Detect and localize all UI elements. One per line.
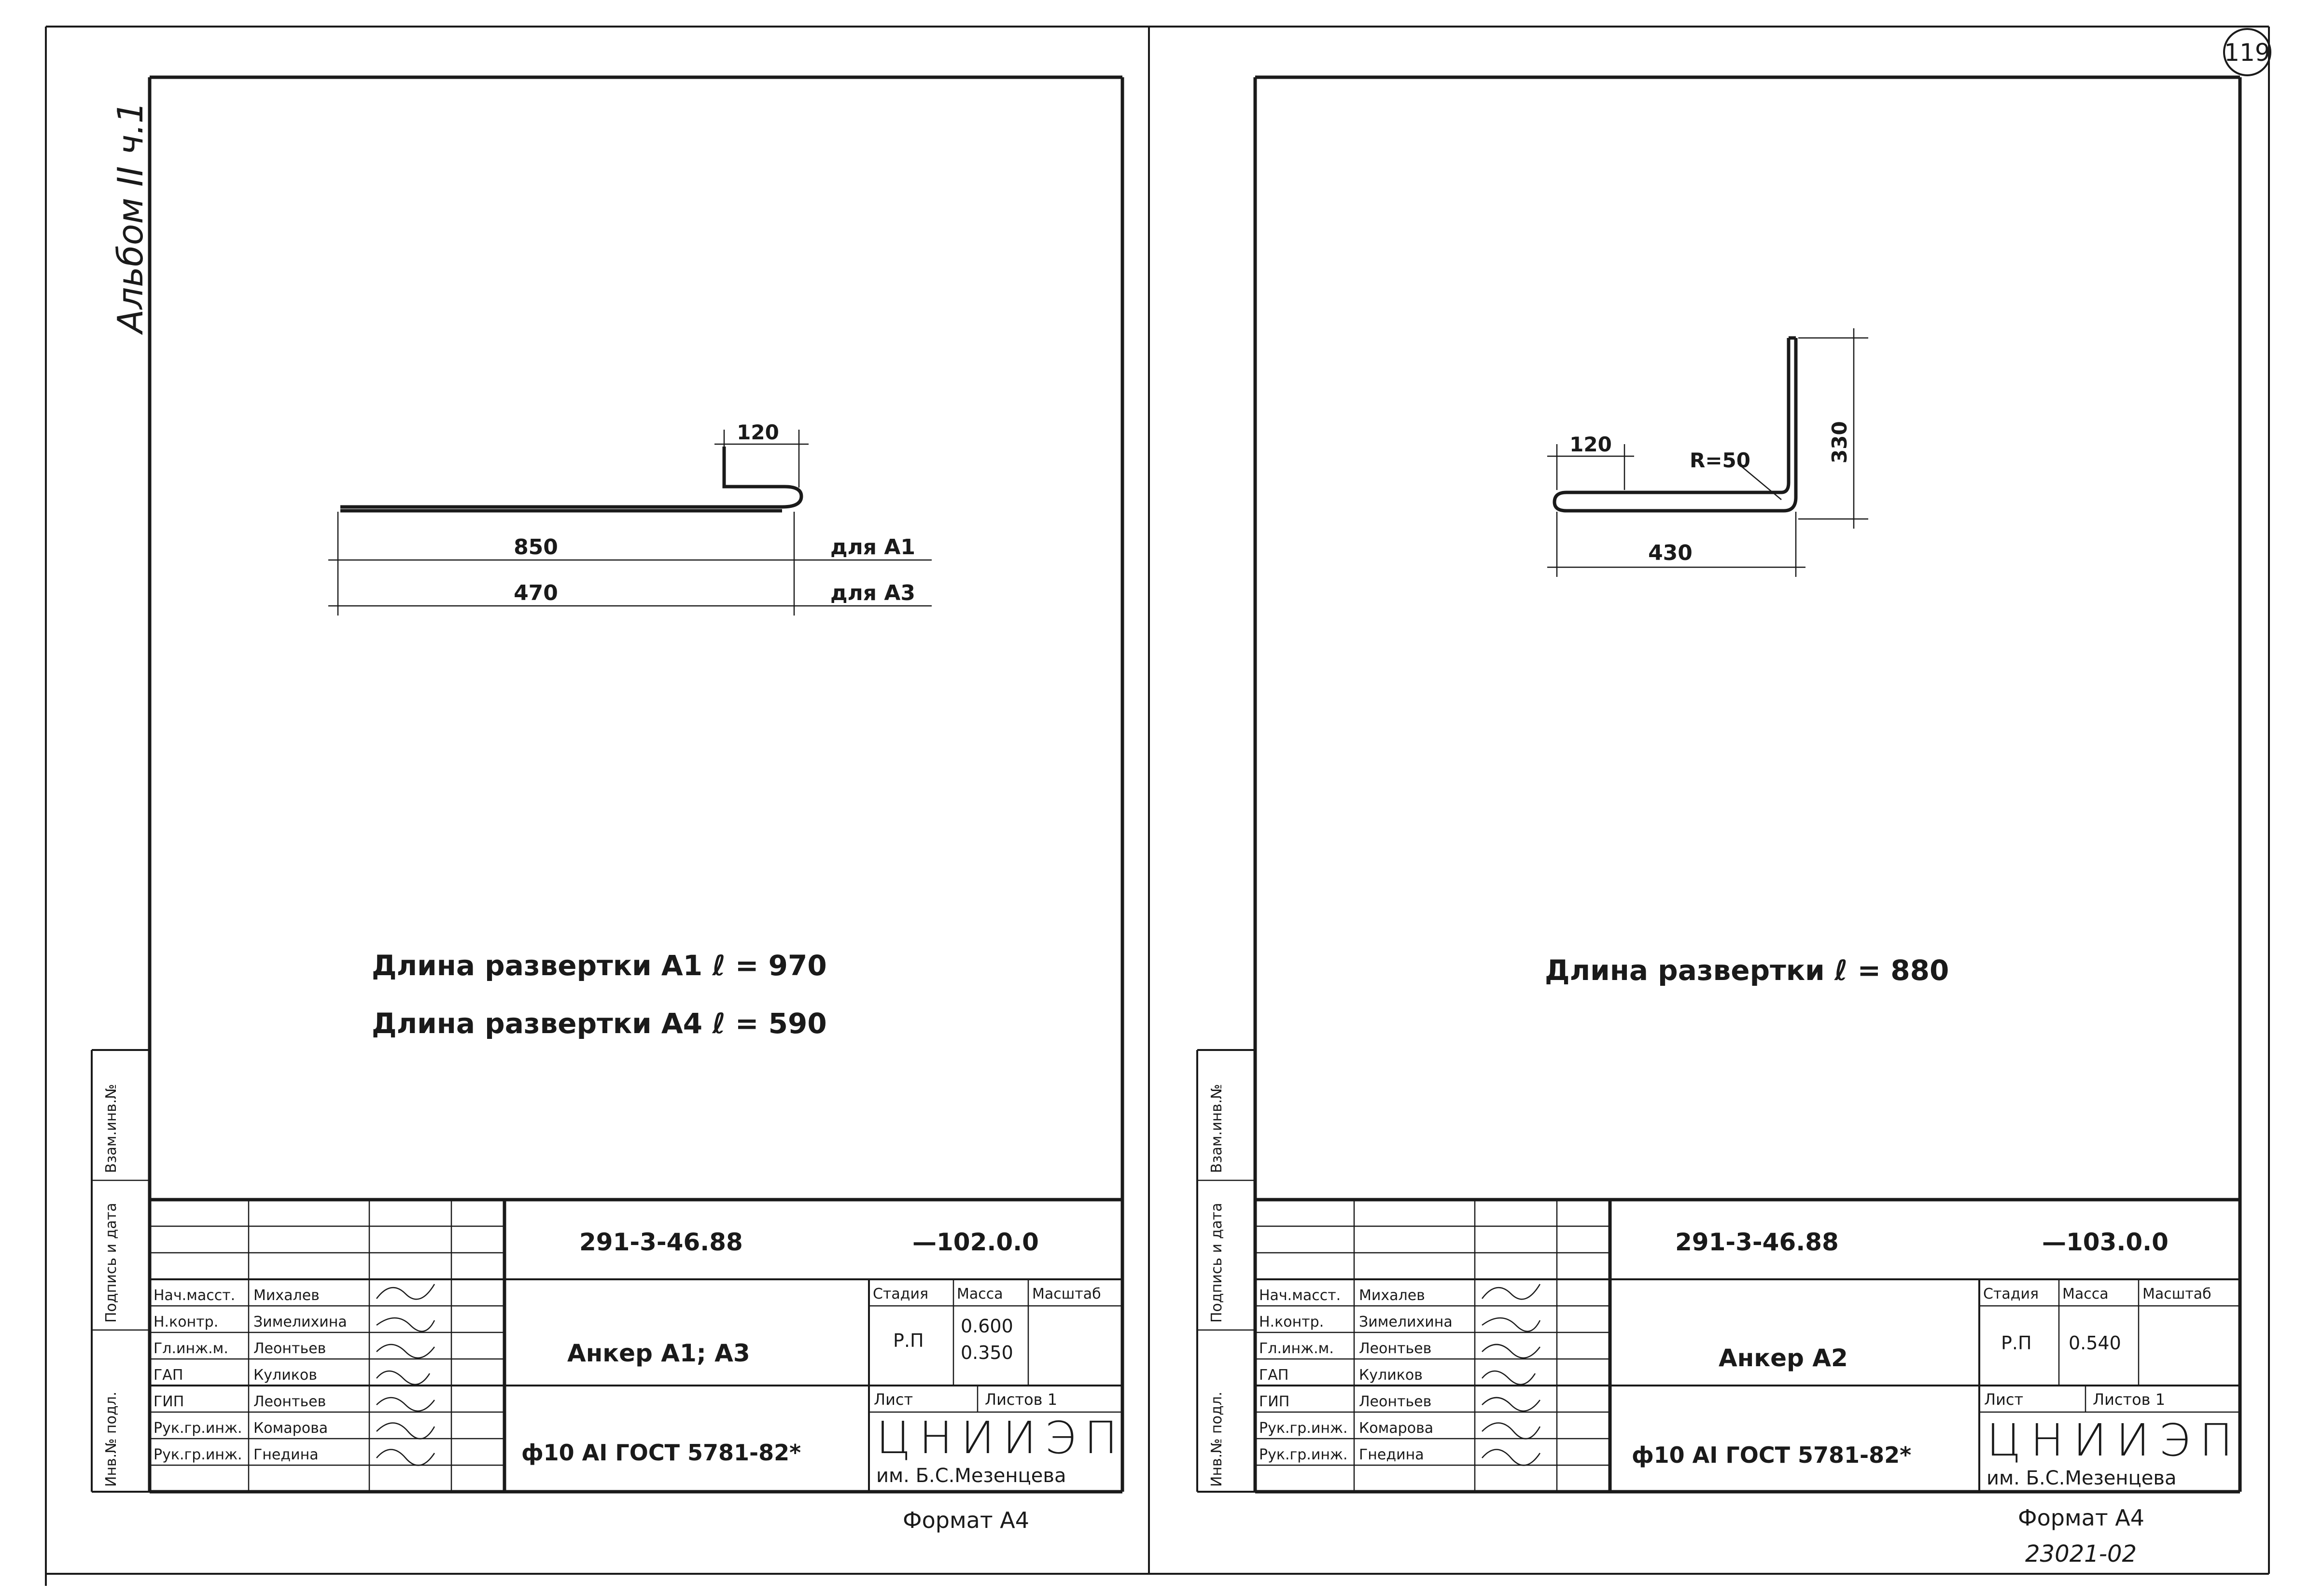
svg-text:Гл.инж.м.: Гл.инж.м.	[1259, 1340, 1334, 1357]
signatures	[1482, 1284, 1541, 1466]
anchor-a1-shape: 120 850 для А1 470 для А3	[328, 420, 932, 616]
svg-text:Гнедина: Гнедина	[1359, 1446, 1424, 1463]
svg-text:Рук.гр.инж.: Рук.гр.инж.	[154, 1420, 242, 1437]
svg-text:Н.контр.: Н.контр.	[1259, 1314, 1324, 1330]
signatures	[376, 1284, 435, 1466]
page-number: 119	[2224, 39, 2270, 67]
album-label: Альбом II ч.1	[110, 101, 151, 335]
svg-text:Н.контр.: Н.контр.	[154, 1314, 218, 1330]
dim-radius: R=50	[1690, 448, 1750, 472]
svg-text:Нач.масст.: Нач.масст.	[154, 1287, 235, 1304]
side-stamp-left: Инв.№ подл. Подпись и дата Взам.инв.№	[91, 1049, 150, 1493]
doc-code: 291-3-46.88	[1675, 1228, 1839, 1256]
svg-text:ГИП: ГИП	[154, 1393, 184, 1410]
podpis-data-label: Подпись и дата	[103, 1203, 120, 1323]
item-name: Анкер А2	[1719, 1344, 1848, 1372]
dim-top-120: 120	[737, 420, 779, 444]
sheet-code: —103.0.0	[2042, 1228, 2169, 1256]
org-sub: им. Б.С.Мезенцева	[1987, 1467, 2176, 1489]
svg-text:Куликов: Куликов	[1359, 1367, 1423, 1384]
svg-text:Рук.гр.инж.: Рук.гр.инж.	[154, 1446, 242, 1463]
svg-text:Комарова: Комарова	[1359, 1420, 1433, 1437]
svg-text:Листов 1: Листов 1	[2093, 1390, 2165, 1409]
svg-text:Подпись и дата: Подпись и дата	[1208, 1203, 1225, 1323]
sheet-right: 120 R=50 330 430 Длина развертки ℓ = 880…	[1196, 75, 2242, 1531]
inv-podl-label: Инв.№ подл.	[103, 1392, 120, 1487]
svg-text:Инв.№ подл.: Инв.№ подл.	[1208, 1392, 1225, 1487]
svg-text:Гнедина: Гнедина	[253, 1446, 319, 1463]
svg-text:Масса: Масса	[2062, 1286, 2109, 1302]
page-number-badge: 119	[2223, 28, 2271, 76]
svg-text:Куликов: Куликов	[253, 1367, 317, 1384]
title-block-left: 291-3-46.88 —102.0.0 Нач.масст. Михалев …	[150, 1200, 1122, 1492]
dim-length-430: 430	[1648, 541, 1693, 565]
length-note-a2: Длина развертки ℓ = 880	[1545, 954, 1949, 987]
dim-length-470: 470	[514, 581, 558, 605]
doc-code: 291-3-46.88	[579, 1228, 743, 1256]
svg-text:Леонтьев: Леонтьев	[1359, 1393, 1431, 1410]
svg-text:Рук.гр.инж.: Рук.гр.инж.	[1259, 1420, 1348, 1437]
format-right: Формат А4	[2018, 1505, 2144, 1531]
svg-text:Лист: Лист	[1984, 1390, 2023, 1409]
svg-text:Михалев: Михалев	[253, 1287, 320, 1304]
org-name: ЦНИИЭП	[876, 1412, 1118, 1464]
svg-text:Р.П: Р.П	[893, 1330, 924, 1351]
svg-text:Комарова: Комарова	[253, 1420, 328, 1437]
anchor-a2-shape: 120 R=50 330 430	[1547, 328, 1868, 577]
paper-frame	[45, 26, 2270, 1586]
svg-text:Леонтьев: Леонтьев	[253, 1393, 326, 1410]
svg-text:0.350: 0.350	[961, 1342, 1013, 1363]
svg-text:Масса: Масса	[957, 1286, 1003, 1302]
svg-text:0.600: 0.600	[961, 1316, 1013, 1337]
title-block-right: 291-3-46.88 —103.0.0 Нач.масст. Михалев …	[1255, 1200, 2240, 1492]
sheet-left: 120 850 для А1 470 для А3 Длина развертк…	[91, 75, 1124, 1533]
material-spec: ф10 АI ГОСТ 5781-82*	[521, 1440, 801, 1466]
note-for-a1: для А1	[830, 535, 915, 560]
svg-text:ГИП: ГИП	[1259, 1393, 1289, 1410]
svg-text:Леонтьев: Леонтьев	[1359, 1340, 1431, 1357]
bottom-code: 23021-02	[2025, 1540, 2137, 1568]
svg-text:Зимелихина: Зимелихина	[1359, 1314, 1453, 1330]
svg-text:Стадия: Стадия	[873, 1286, 928, 1302]
svg-text:ГАП: ГАП	[1259, 1367, 1288, 1384]
svg-text:Листов 1: Листов 1	[985, 1390, 1057, 1409]
svg-text:Лист: Лист	[874, 1390, 913, 1409]
svg-text:0.540: 0.540	[2069, 1332, 2121, 1354]
svg-text:Гл.инж.м.: Гл.инж.м.	[154, 1340, 228, 1357]
svg-text:Зимелихина: Зимелихина	[253, 1314, 347, 1330]
dim-length-850: 850	[514, 535, 558, 560]
svg-text:Леонтьев: Леонтьев	[253, 1340, 326, 1357]
format-left: Формат А4	[903, 1507, 1029, 1533]
sheet-code: —102.0.0	[912, 1228, 1039, 1256]
length-note-a4: Длина развертки А4 ℓ = 590	[372, 1007, 827, 1040]
dim-top-120: 120	[1569, 433, 1612, 456]
vzam-inv-label: Взам.инв.№	[103, 1084, 120, 1173]
material-spec: ф10 АI ГОСТ 5781-82*	[1632, 1442, 1911, 1468]
svg-text:Масштаб: Масштаб	[1032, 1286, 1101, 1302]
note-for-a3: для А3	[830, 581, 915, 605]
svg-text:Стадия: Стадия	[1983, 1286, 2039, 1302]
svg-text:Взам.инв.№: Взам.инв.№	[1208, 1084, 1225, 1173]
svg-text:Михалев: Михалев	[1359, 1287, 1425, 1304]
side-stamp-right: Инв.№ подл. Подпись и дата Взам.инв.№	[1196, 1049, 1255, 1493]
svg-text:Масштаб: Масштаб	[2142, 1286, 2211, 1302]
item-name: Анкер А1; А3	[567, 1339, 750, 1367]
org-name: ЦНИИЭП	[1987, 1414, 2233, 1466]
org-sub: им. Б.С.Мезенцева	[876, 1465, 1066, 1487]
dim-height-330: 330	[1828, 421, 1851, 463]
length-note-a1: Длина развертки А1 ℓ = 970	[372, 949, 827, 982]
svg-text:Рук.гр.инж.: Рук.гр.инж.	[1259, 1446, 1348, 1463]
svg-text:ГАП: ГАП	[154, 1367, 183, 1384]
svg-text:Р.П: Р.П	[2001, 1332, 2032, 1354]
svg-text:Нач.масст.: Нач.масст.	[1259, 1287, 1341, 1304]
